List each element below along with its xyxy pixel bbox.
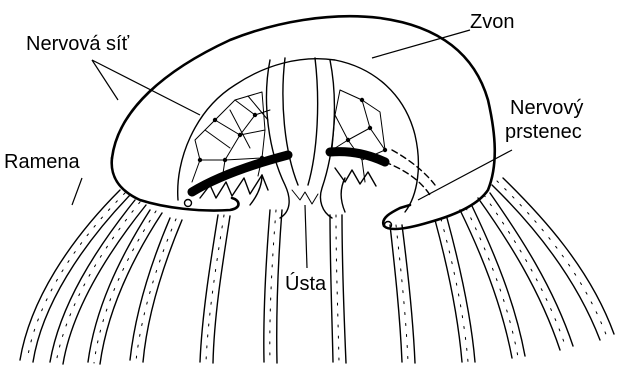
tentacle-right-6 [492,178,614,340]
leader-nervova-sit [92,60,200,115]
label-prstenec: prstenec [505,121,582,143]
tentacle-right-5 [478,193,573,350]
tentacle-left-4 [130,218,182,362]
label-nervovy: Nervový [510,97,583,119]
bell [112,16,495,229]
leader-usta [305,205,307,268]
label-zvon: Zvon [470,11,514,33]
label-ramena: Ramena [4,151,80,173]
tentacle-right-1 [330,215,346,363]
leader-zvon [372,30,470,58]
tentacle-right-4 [460,206,525,358]
leader-nervovy-prstenec [418,150,512,200]
leader-lines [72,30,512,268]
nerve-net-right [332,90,387,182]
label-nervova-sit: Nervová síť [26,33,130,55]
tentacles [20,178,614,364]
label-usta: Ústa [285,272,327,295]
tentacle-right-2 [390,225,415,363]
leader-ramena [72,178,82,205]
left-rhopalium [185,200,192,207]
tentacle-left-5 [200,215,230,363]
tentacle-right-3 [435,218,475,362]
tentacle-left-6 [264,210,282,363]
tentacle-left-2 [50,200,146,364]
